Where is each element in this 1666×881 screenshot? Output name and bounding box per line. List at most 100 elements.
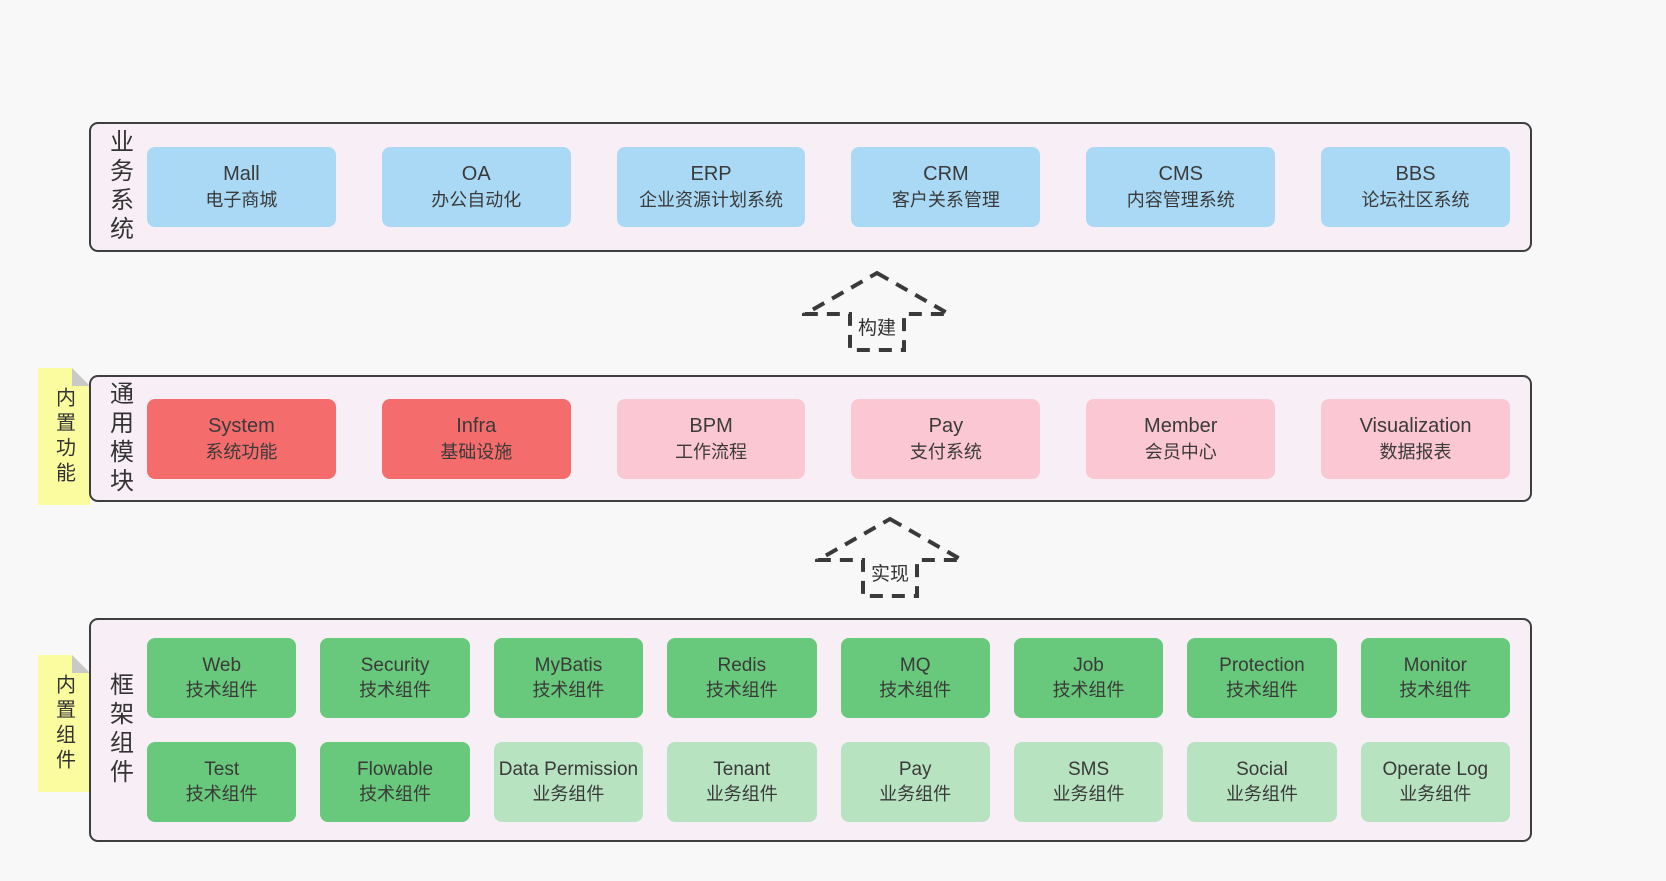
box-mall: Mall 电子商城: [147, 147, 336, 227]
build-arrow-label: 构建: [857, 318, 896, 339]
band-modules-label: 通用模块: [91, 377, 147, 500]
box-title: Pay: [898, 759, 932, 780]
box-title: MQ: [899, 655, 931, 676]
box-subtitle: 技术组件: [185, 784, 258, 804]
box-bbs: BBS 论坛社区系统: [1321, 147, 1510, 227]
box-title: Social: [1236, 759, 1288, 780]
box-test: Test 技术组件: [147, 742, 297, 822]
box-title: Flowable: [357, 759, 434, 780]
box-title: Pay: [928, 414, 964, 437]
box-title: BPM: [689, 414, 733, 437]
box-system: System 系统功能: [147, 398, 336, 479]
build-arrow-icon: 构建: [802, 270, 952, 354]
sticky-note-text-wrap: 内置功能: [38, 368, 90, 505]
box-pay-component: Pay 业务组件: [840, 742, 990, 822]
box-subtitle: 基础设施: [440, 441, 513, 462]
box-cms: CMS 内容管理系统: [1086, 147, 1276, 227]
sticky-note-builtin-features: 内置功能: [38, 368, 90, 505]
box-subtitle: 业务组件: [879, 784, 952, 804]
implement-arrow-icon: 实现: [815, 516, 965, 600]
box-subtitle: 工作流程: [675, 441, 748, 462]
box-title: Operate Log: [1382, 759, 1489, 780]
box-sms: SMS 业务组件: [1013, 742, 1164, 822]
band-framework-label: 框架组件: [91, 620, 147, 840]
box-erp: ERP 企业资源计划系统: [616, 147, 806, 227]
box-title: MyBatis: [534, 655, 603, 676]
box-subtitle: 系统功能: [205, 441, 278, 462]
sticky-note-paper: [38, 655, 90, 792]
box-title: Infra: [456, 414, 497, 437]
business-boxes-row: Mall 电子商城 OA 办公自动化 ERP 企业资源计划系统 CRM 客户关系…: [147, 124, 1530, 250]
box-title: Monitor: [1403, 655, 1467, 676]
box-title: Security: [360, 655, 430, 676]
box-subtitle: 技术组件: [1399, 680, 1472, 700]
box-title: ERP: [690, 163, 732, 185]
box-flowable: Flowable 技术组件: [320, 742, 470, 822]
box-subtitle: 支付系统: [909, 441, 982, 462]
box-title: Tenant: [713, 759, 771, 780]
box-subtitle: 客户关系管理: [891, 190, 1000, 210]
box-subtitle: 论坛社区系统: [1361, 190, 1470, 210]
box-subtitle: 会员中心: [1144, 441, 1217, 462]
box-social: Social 业务组件: [1187, 742, 1337, 822]
box-title: Web: [202, 655, 242, 676]
dashed-up-arrow-icon: [802, 270, 952, 352]
box-member: Member 会员中心: [1086, 398, 1276, 479]
box-oa: OA 办公自动化: [381, 147, 571, 227]
sticky-note-text: 内置组件: [52, 673, 75, 774]
dashed-up-arrow-icon: [815, 516, 965, 598]
box-visualization: Visualization 数据报表: [1321, 398, 1510, 479]
box-web: Web 技术组件: [147, 638, 297, 718]
box-subtitle: 技术组件: [359, 680, 432, 700]
box-title: SMS: [1067, 759, 1110, 780]
modules-boxes-row: System 系统功能 Infra 基础设施 BPM 工作流程 Pay 支付系统…: [147, 377, 1530, 500]
box-title: Mall: [223, 163, 260, 185]
box-subtitle: 技术组件: [532, 680, 605, 700]
band-business-systems: 业务系统 Mall 电子商城 OA 办公自动化 ERP 企业资源计划系统 CRM…: [89, 122, 1532, 252]
box-tenant: Tenant 业务组件: [667, 742, 817, 822]
box-title: Test: [204, 759, 240, 780]
box-protection: Protection 技术组件: [1187, 638, 1337, 718]
framework-row-1: Web 技术组件 Security 技术组件 MyBatis 技术组件 Redi…: [147, 638, 1510, 718]
band-label-text: 框架组件: [105, 672, 133, 788]
box-subtitle: 业务组件: [1052, 784, 1125, 804]
box-title: BBS: [1395, 163, 1436, 185]
box-title: Visualization: [1359, 414, 1472, 437]
box-job: Job 技术组件: [1013, 638, 1164, 718]
box-subtitle: 技术组件: [185, 680, 258, 700]
box-title: Protection: [1219, 655, 1305, 676]
band-label-text: 业务系统: [105, 129, 133, 245]
box-title: CRM: [923, 163, 969, 185]
band-common-modules: 通用模块 System 系统功能 Infra 基础设施 BPM 工作流程 Pay…: [89, 375, 1532, 502]
box-mq: MQ 技术组件: [840, 638, 990, 718]
framework-row-2: Test 技术组件 Flowable 技术组件 Data Permission …: [147, 742, 1510, 822]
box-operate-log: Operate Log 业务组件: [1360, 742, 1510, 822]
box-subtitle: 数据报表: [1379, 441, 1452, 462]
box-subtitle: 内容管理系统: [1126, 190, 1235, 210]
band-business-label: 业务系统: [91, 124, 147, 250]
box-subtitle: 业务组件: [1399, 784, 1472, 804]
box-subtitle: 技术组件: [879, 680, 952, 700]
sticky-note-builtin-components: 内置组件: [38, 655, 90, 792]
box-title: OA: [461, 163, 491, 185]
box-subtitle: 技术组件: [359, 784, 432, 804]
sticky-note-paper: [38, 368, 90, 505]
box-title: System: [208, 414, 275, 437]
box-bpm: BPM 工作流程: [616, 398, 806, 479]
box-data-permission: Data Permission 业务组件: [493, 742, 644, 822]
band-framework-components: 框架组件 Web 技术组件 Security 技术组件 MyBatis 技术组件…: [89, 618, 1532, 842]
box-title: CMS: [1158, 163, 1203, 185]
box-crm: CRM 客户关系管理: [851, 147, 1041, 227]
implement-arrow-label: 实现: [870, 564, 909, 585]
box-monitor: Monitor 技术组件: [1360, 638, 1510, 718]
band-label-text: 通用模块: [105, 380, 133, 497]
box-subtitle: 技术组件: [1052, 680, 1125, 700]
framework-boxes-grid: Web 技术组件 Security 技术组件 MyBatis 技术组件 Redi…: [147, 620, 1530, 840]
box-redis: Redis 技术组件: [667, 638, 817, 718]
box-pay: Pay 支付系统: [851, 398, 1041, 479]
box-mybatis: MyBatis 技术组件: [493, 638, 644, 718]
box-security: Security 技术组件: [320, 638, 470, 718]
box-subtitle: 业务组件: [1225, 784, 1298, 804]
box-subtitle: 电子商城: [205, 190, 278, 210]
